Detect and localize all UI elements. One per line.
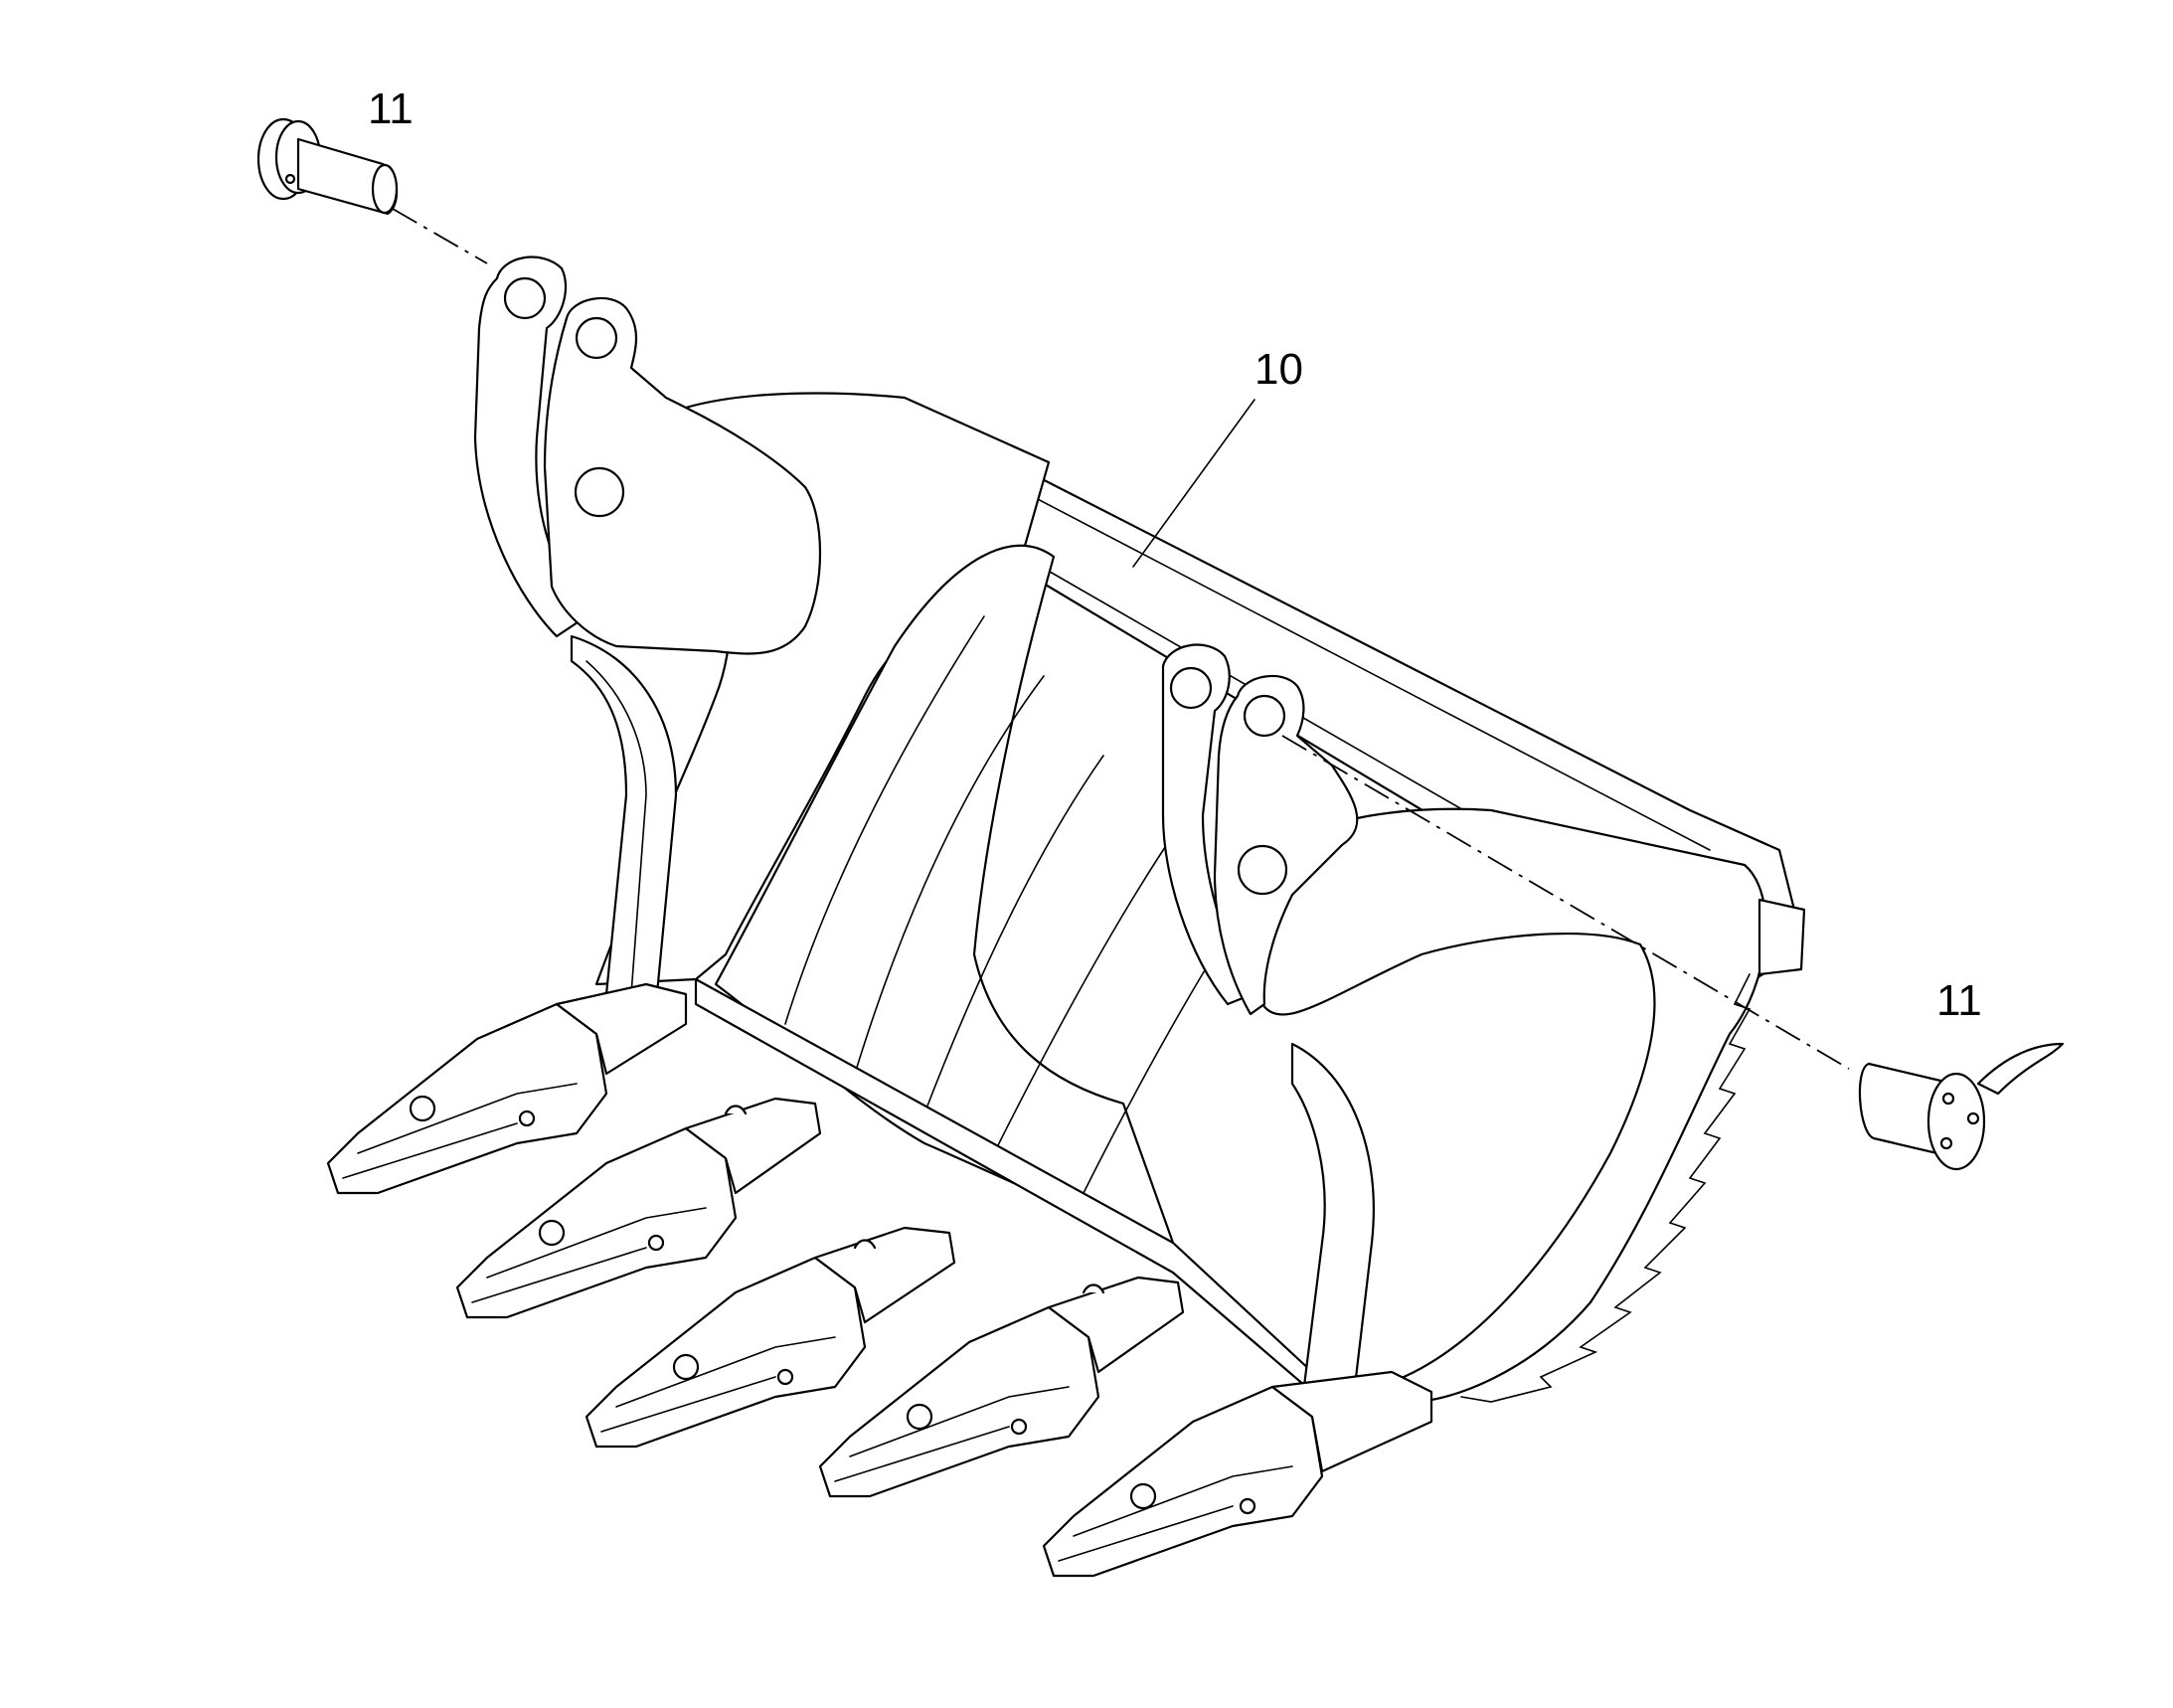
callout-pin-top-left: 11 [368, 85, 414, 133]
tooth-5 [1042, 1370, 1433, 1578]
tooth-3 [585, 1226, 956, 1449]
callout-bucket: 10 [1254, 345, 1303, 394]
tooth-2 [455, 1097, 822, 1319]
callout-pin-right: 11 [1936, 976, 1982, 1025]
bucket-shell [594, 392, 1806, 1404]
left-hinge-bracket [473, 256, 822, 1006]
pin-axis-line-left [392, 208, 488, 264]
tooth-4 [818, 1276, 1185, 1498]
tooth-1 [326, 982, 688, 1195]
right-hinge-bracket [1161, 643, 1375, 1414]
pin-right [1858, 1042, 2065, 1171]
pin-axis-line-right [1281, 735, 1850, 1070]
bucket-leader-line [1132, 399, 1255, 568]
pin-top-left [256, 117, 399, 216]
